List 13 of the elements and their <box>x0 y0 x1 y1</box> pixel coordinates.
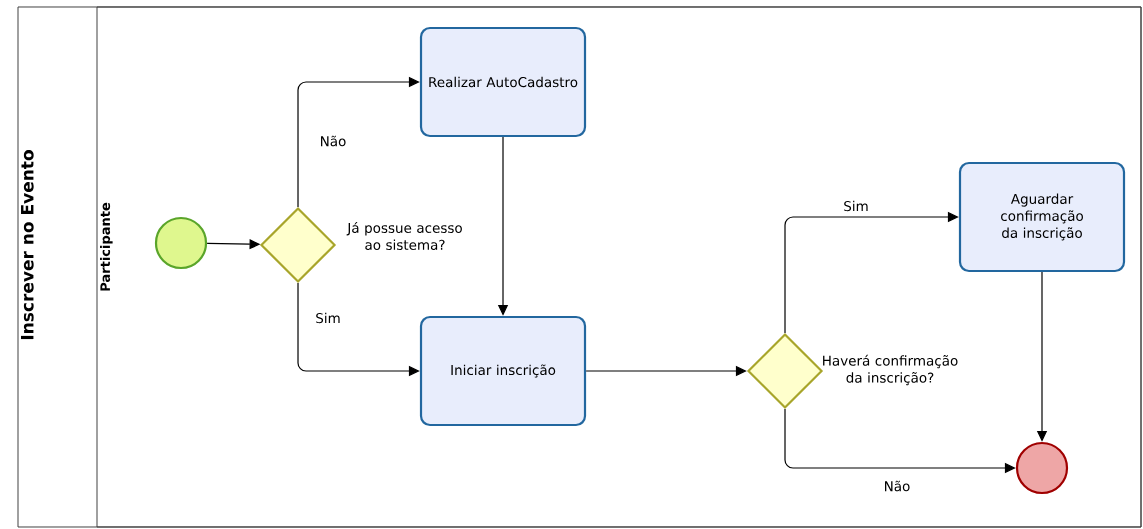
arrow <box>297 76 420 208</box>
edge-label: Não <box>318 134 348 148</box>
task-box: Aguardar confirmação da inscrição <box>958 161 1126 273</box>
edge-label: Não <box>882 479 912 493</box>
edge-label: Sim <box>314 311 342 325</box>
task-box: Iniciar inscrição <box>419 315 587 427</box>
arrow <box>784 211 959 334</box>
start-event-circle <box>154 216 208 270</box>
gateway-label: Haverá confirmação da inscrição? <box>823 354 958 386</box>
edge-label: Sim <box>842 199 870 213</box>
end-event-circle <box>1015 441 1069 495</box>
gateway-label: Já possue acesso ao sistema? <box>346 222 462 250</box>
task-box: Realizar AutoCadastro <box>419 26 587 138</box>
